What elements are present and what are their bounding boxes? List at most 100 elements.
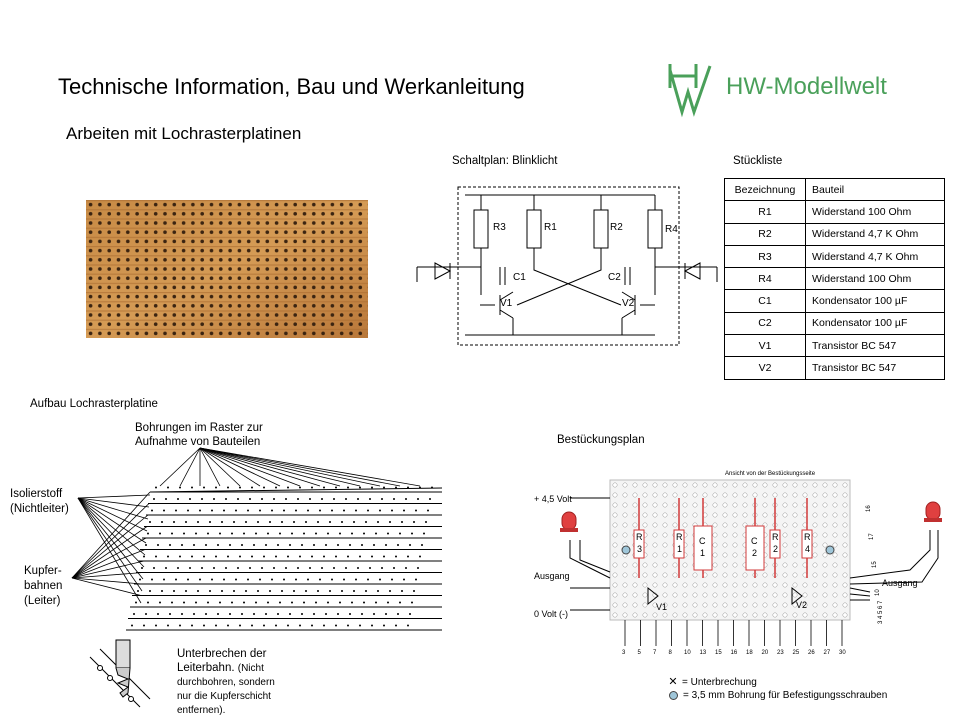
board-hole xyxy=(211,509,213,512)
plan-hole xyxy=(712,612,718,618)
board-hole xyxy=(363,601,365,604)
board-hole xyxy=(239,624,241,627)
board-hole xyxy=(281,590,283,592)
part-r1-label: 1 xyxy=(677,544,682,554)
board-hole xyxy=(205,544,207,546)
plan-hole xyxy=(612,512,618,518)
mount-hole-right xyxy=(825,545,835,555)
board-hole xyxy=(195,532,197,535)
legend-text: = 3,5 mm Bohrung für Befestigungsschraub… xyxy=(683,690,888,701)
plan-hole xyxy=(802,492,808,498)
copper-label-line: (Leiter) xyxy=(24,595,61,607)
part-designator: C1 xyxy=(724,289,806,313)
board-hole xyxy=(401,590,403,592)
board-hole xyxy=(193,544,195,546)
plan-hole xyxy=(732,512,738,518)
board-hole xyxy=(143,624,145,627)
board-hole xyxy=(193,613,195,615)
board-hole xyxy=(297,567,299,569)
plan-hole xyxy=(732,612,738,618)
row-number: 16 xyxy=(866,505,872,512)
plan-hole xyxy=(652,532,658,538)
plan-hole xyxy=(772,482,778,488)
plan-hole xyxy=(682,522,688,528)
plan-hole xyxy=(732,522,738,528)
plan-hole xyxy=(792,582,798,588)
schem-label-r1: R1 xyxy=(544,222,557,233)
board-hole xyxy=(353,590,355,592)
board-hole xyxy=(305,590,307,592)
board-hole xyxy=(209,521,211,523)
board-hole xyxy=(187,578,189,581)
board-hole xyxy=(393,498,395,500)
part-c1 xyxy=(693,525,713,571)
copper-leader-line xyxy=(71,514,149,579)
board-hole xyxy=(201,498,203,500)
plan-hole xyxy=(672,502,678,508)
board-hole xyxy=(227,624,229,627)
board-hole xyxy=(351,601,353,604)
plan-hole xyxy=(752,482,758,488)
board-hole xyxy=(221,590,223,592)
board-hole xyxy=(191,624,193,627)
board-hole xyxy=(183,601,185,604)
plan-hole xyxy=(712,522,718,528)
plan-hole xyxy=(832,492,838,498)
plan-hole xyxy=(792,512,798,518)
board-hole xyxy=(169,544,171,546)
plan-hole xyxy=(732,562,738,568)
plan-hole xyxy=(642,492,648,498)
plan-hole xyxy=(722,602,728,608)
part-r1-label: R xyxy=(676,532,683,542)
plan-hole xyxy=(842,492,848,498)
board-hole xyxy=(271,509,273,512)
board-hole xyxy=(343,578,345,581)
board-hole xyxy=(167,624,169,627)
plan-hole xyxy=(822,612,828,618)
plan-hole xyxy=(842,602,848,608)
board-hole xyxy=(307,578,309,581)
plan-hole xyxy=(702,602,708,608)
plan-hole xyxy=(832,542,838,548)
board-caption: Aufbau Lochrasterplatine xyxy=(30,398,158,410)
board-hole xyxy=(141,567,143,569)
board-hole xyxy=(143,555,145,558)
board-hole xyxy=(403,578,405,581)
board-hole xyxy=(415,578,417,581)
plan-hole xyxy=(652,552,658,558)
plan-hole xyxy=(722,512,728,518)
board-hole xyxy=(195,601,197,604)
output-right-label: Ausgang xyxy=(882,578,918,588)
board-hole xyxy=(345,498,347,500)
plan-hole xyxy=(752,602,758,608)
board-hole xyxy=(253,613,255,615)
plan-hole xyxy=(682,572,688,578)
board-hole xyxy=(335,624,337,627)
board-hole xyxy=(227,555,229,558)
holes-leader-line xyxy=(199,447,361,487)
plan-hole xyxy=(782,502,788,508)
board-hole xyxy=(403,509,405,512)
board-hole xyxy=(151,509,153,512)
board-hole xyxy=(319,509,321,512)
board-hole xyxy=(303,532,305,535)
board-hole xyxy=(223,509,225,512)
plan-hole xyxy=(662,522,668,528)
board-hole xyxy=(431,486,433,489)
plan-hole xyxy=(722,532,728,538)
board-hole xyxy=(179,486,181,489)
plan-hole xyxy=(722,542,728,548)
board-hole xyxy=(419,486,421,489)
board-hole xyxy=(163,578,165,581)
board-hole xyxy=(321,498,323,500)
plan-hole xyxy=(622,532,628,538)
interrupt-note-line: durchbohren, sondern xyxy=(177,677,275,688)
part-designator: C2 xyxy=(724,311,806,336)
plan-hole xyxy=(842,482,848,488)
legend-text: = Unterbrechung xyxy=(682,677,757,688)
board-hole xyxy=(221,521,223,523)
board-hole xyxy=(407,624,409,627)
holes-leader-line xyxy=(199,447,241,487)
plan-hole xyxy=(632,512,638,518)
plan-hole xyxy=(632,612,638,618)
